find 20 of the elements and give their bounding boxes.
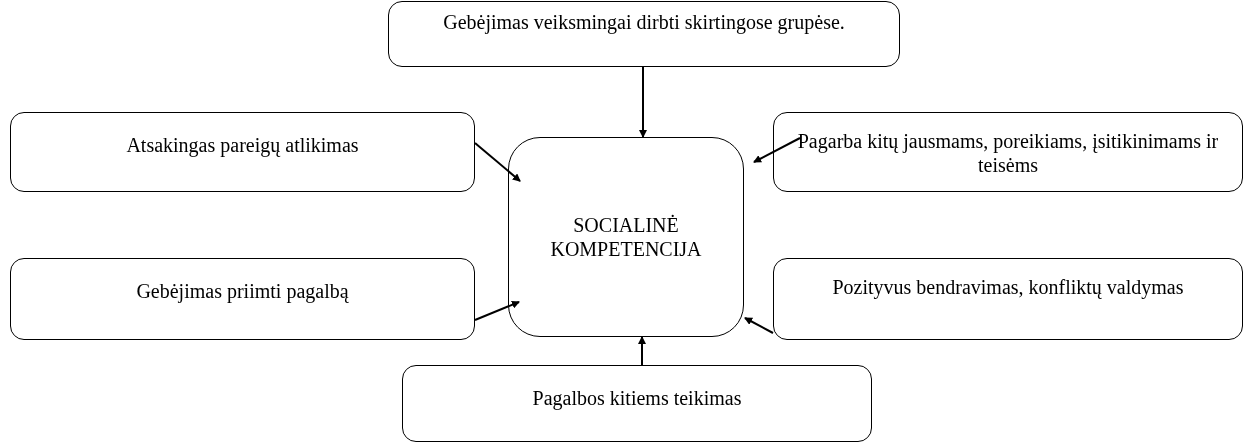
arrow: [474, 300, 520, 321]
rounded-box: [388, 1, 900, 67]
rounded-box: [402, 365, 872, 442]
arrow: [639, 66, 647, 138]
box-text: Pagalbos kitiems teikimas: [532, 386, 742, 410]
box-text: Pozityvus bendravimas, konfliktų valdymas: [832, 275, 1184, 299]
arrow: [638, 336, 646, 366]
box-text: SOCIALINĖ KOMPETENCIJA: [549, 213, 703, 261]
rounded-box: [10, 112, 475, 192]
rounded-box: [773, 258, 1243, 340]
box-text: Pagarba kitų jausmams, poreikiams, įsitikinimams ir teisėms: [796, 129, 1220, 177]
rounded-box: [773, 112, 1243, 192]
rounded-box: [10, 258, 475, 340]
arrow: [474, 142, 521, 182]
box-text: Gebėjimas veiksmingai dirbti skirtingose grupėse.: [443, 10, 845, 34]
arrow: [744, 317, 774, 334]
arrow: [753, 137, 801, 163]
box-text: Gebėjimas priimti pagalbą: [136, 279, 349, 303]
box-text: Atsakingas pareigų atlikimas: [126, 133, 359, 157]
central-box: [508, 137, 744, 337]
